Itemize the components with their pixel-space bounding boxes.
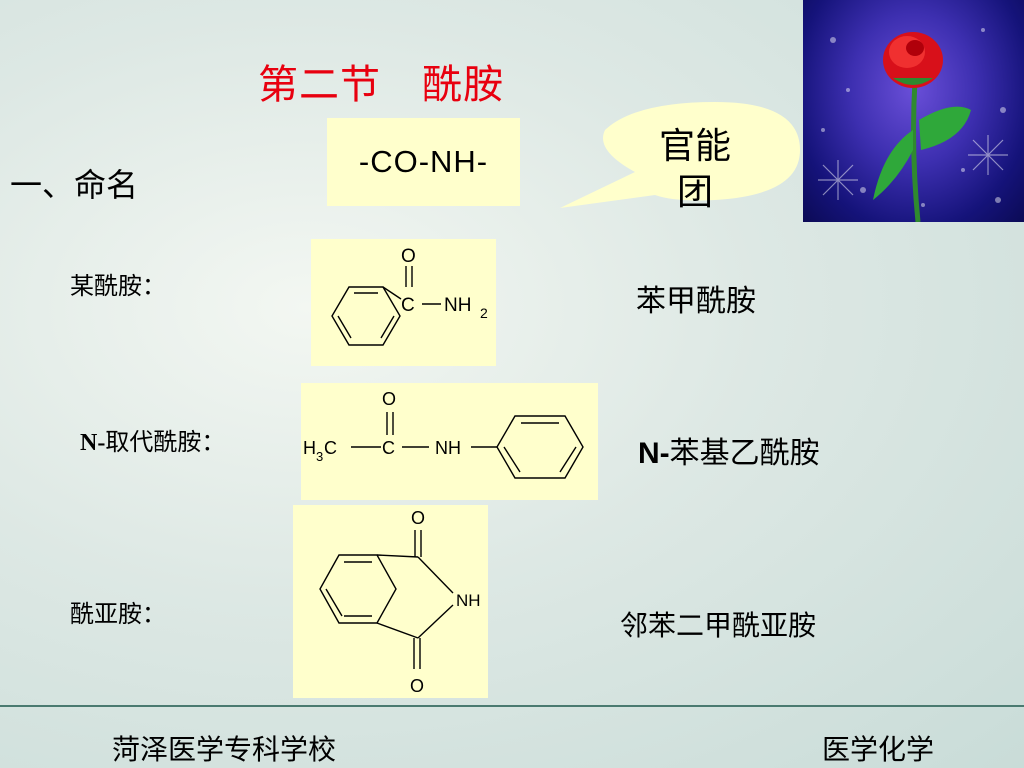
- row1-label: 某酰胺：: [70, 272, 166, 300]
- row2-label: N-取代酰胺：: [80, 422, 225, 457]
- row3-name: 邻苯二甲酰亚胺: [620, 609, 817, 642]
- benzamide-sub2: 2: [480, 305, 488, 321]
- row2-label-prefix: N-: [80, 430, 106, 456]
- callout-line1: 官能: [658, 126, 731, 167]
- callout-text: 官能 团: [640, 124, 750, 216]
- functional-group-box: -CO-NH-: [327, 118, 520, 206]
- benzamide-structure: O C NH 2: [311, 239, 496, 366]
- row2-label-text: 取代酰胺：: [105, 428, 226, 456]
- acetanilide-NH: NH: [435, 438, 461, 458]
- row2-name-prefix: N-: [638, 437, 670, 470]
- acetanilide-C2: C: [382, 438, 395, 458]
- functional-group-formula: -CO-NH-: [358, 144, 489, 179]
- rose-illustration: [818, 28, 1008, 222]
- benzamide-C: C: [401, 295, 415, 316]
- benzamide-NH: NH: [444, 295, 471, 316]
- phthalimide-O-bottom: O: [410, 676, 424, 696]
- snowflakes: [821, 28, 1006, 207]
- callout-bubble: [560, 102, 800, 208]
- phthalimide-O-top: O: [411, 508, 425, 528]
- benzamide-O: O: [401, 246, 416, 267]
- row3-label: 酰亚胺：: [70, 600, 166, 628]
- row2-name-text: 苯基乙酰胺: [669, 436, 820, 471]
- phthalimide-structure: O NH O: [293, 505, 488, 698]
- phthalimide-NH: NH: [456, 591, 481, 610]
- acetanilide-C1: C: [324, 438, 337, 458]
- snowflake-large: [818, 135, 1008, 200]
- footer-divider: [0, 705, 1024, 707]
- footer-right: 医学化学: [822, 733, 935, 766]
- row1-name: 苯甲酰胺: [636, 284, 756, 319]
- acetanilide-O: O: [382, 389, 396, 409]
- row2-name: N-苯基乙酰胺: [638, 428, 820, 472]
- acetanilide-sub3: 3: [316, 449, 323, 464]
- rose-photo: [803, 0, 1024, 222]
- acetanilide-structure: O H 3 C C NH: [301, 383, 598, 500]
- footer-left: 菏泽医学专科学校: [112, 733, 337, 766]
- slide-title: 第二节 酰胺: [258, 62, 505, 108]
- callout-line2: 团: [676, 172, 713, 213]
- section-heading: 一、命名: [10, 166, 139, 204]
- acetanilide-H: H: [303, 438, 316, 458]
